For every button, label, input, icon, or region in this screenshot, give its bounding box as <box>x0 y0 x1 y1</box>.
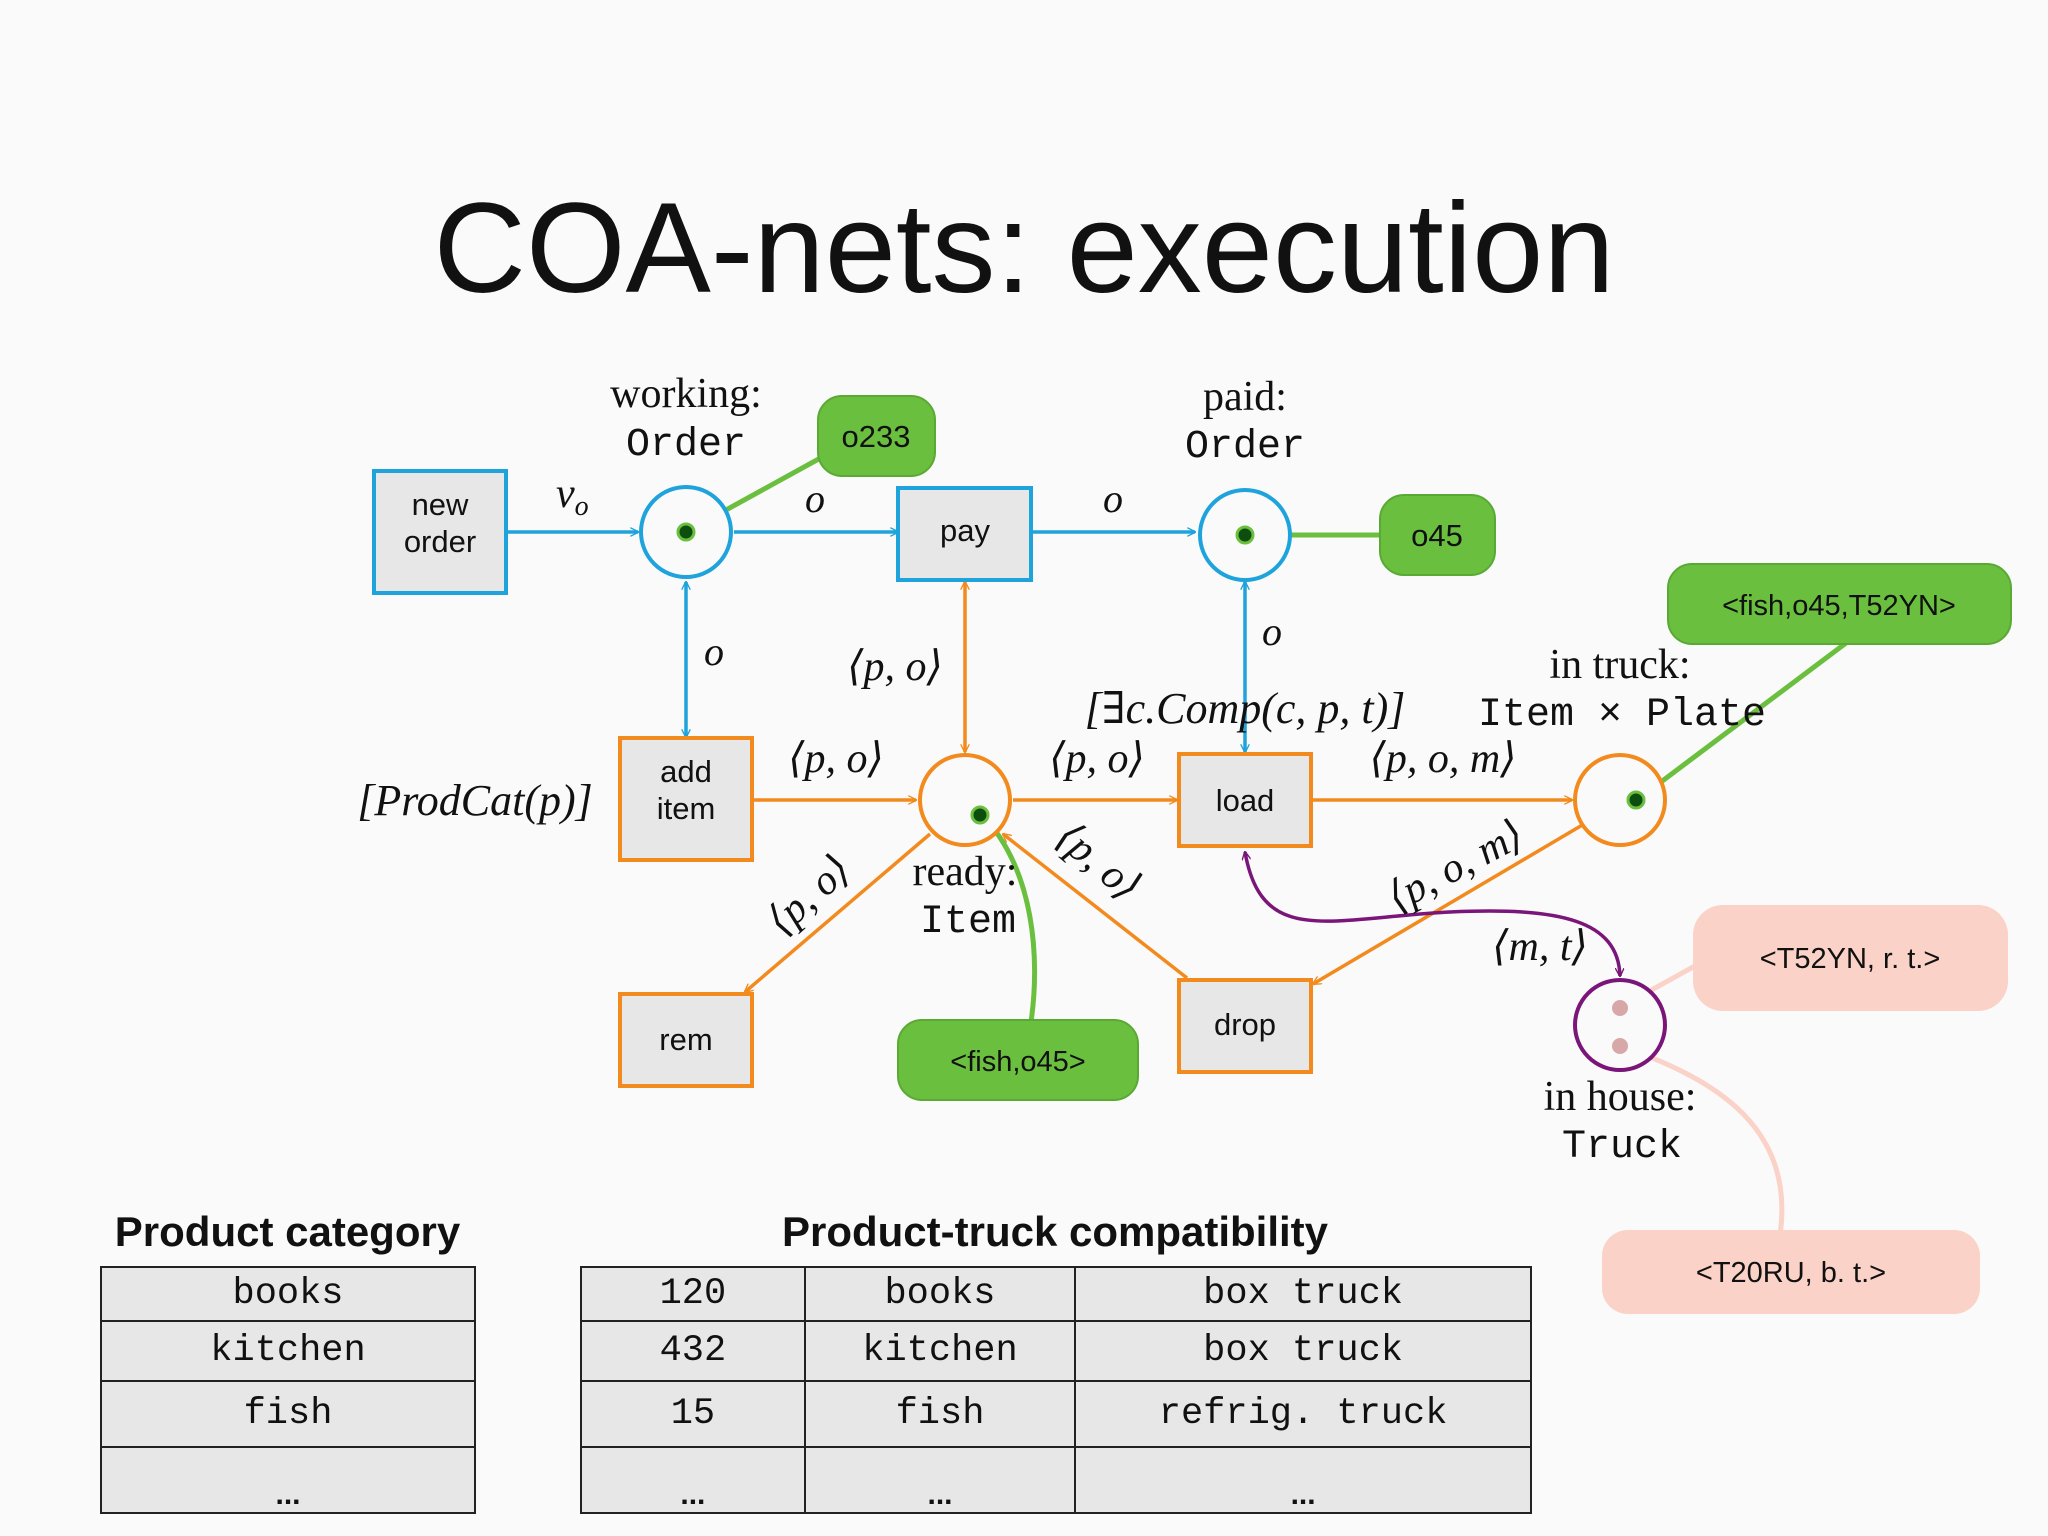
transition-pay: pay <box>896 486 1033 582</box>
arc-label-po-rem: ⟨p, o⟩ <box>758 846 860 944</box>
table-cell: ... <box>100 1446 476 1514</box>
table-cell: 120 <box>580 1266 806 1322</box>
arc-label-o: o <box>1103 476 1123 521</box>
table-cell: box truck <box>1074 1266 1532 1322</box>
place-paid <box>1198 488 1292 582</box>
svg-text:o45: o45 <box>1411 518 1463 553</box>
transition-label: rem <box>659 1022 712 1057</box>
place-name-ready: ready: <box>913 849 1018 895</box>
svg-text:<fish,o45>: <fish,o45> <box>950 1046 1085 1078</box>
table-cell: ... <box>580 1446 806 1514</box>
place-type-working: Order <box>626 423 746 468</box>
table-cell: refrig. truck <box>1074 1380 1532 1448</box>
table-cell: fish <box>803 1380 1077 1448</box>
token-dot <box>1612 1000 1628 1016</box>
token-dot <box>1612 1038 1628 1054</box>
table-cell: books <box>100 1266 476 1322</box>
token-o233: o233 <box>817 395 936 477</box>
place-name-in-house: in house: <box>1544 1074 1697 1120</box>
token-ready: <fish,o45> <box>897 1019 1139 1101</box>
token-dot <box>676 522 696 542</box>
token-t20ru: <T20RU, b. t.> <box>1602 1230 1980 1314</box>
product-category-title: Product category <box>114 1208 461 1255</box>
table-cell: books <box>803 1266 1077 1322</box>
slide-title: COA-nets: execution <box>433 177 1615 320</box>
token-link-t20ru <box>1619 1043 1785 1236</box>
transition-label: pay <box>940 513 990 548</box>
product-category-row: kitchen <box>100 1320 476 1382</box>
table-cell: 15 <box>580 1380 806 1448</box>
arc-label-o: o <box>805 476 825 521</box>
arc-label-po: ⟨p, o⟩ <box>1049 736 1145 782</box>
token-dot <box>1626 790 1646 810</box>
place-type-ready: Item <box>920 900 1016 945</box>
table-cell: fish <box>100 1380 476 1448</box>
table-cell: 432 <box>580 1320 806 1382</box>
compatibility-row: ......... <box>580 1446 1532 1514</box>
arc-ready-rem <box>745 832 932 992</box>
token-link-in-truck <box>1635 638 1852 802</box>
token-in-truck: <fish,o45,T52YN> <box>1667 563 2012 645</box>
place-name-working: working: <box>610 371 762 417</box>
place-type-in-house: Truck <box>1562 1125 1682 1170</box>
token-link-ready <box>980 813 1038 1023</box>
arc-label-po-drop: ⟨p, o⟩ <box>1047 814 1150 911</box>
table-cell: kitchen <box>100 1320 476 1382</box>
svg-text:<T20RU, b. t.>: <T20RU, b. t.> <box>1696 1257 1886 1289</box>
place-in-house <box>1573 978 1667 1072</box>
table-cell: ... <box>803 1446 1077 1514</box>
guard-load: [∃c.Comp(c, p, t)] <box>1085 684 1406 733</box>
arc-drop-ready <box>1003 834 1189 980</box>
arc-label-pom: ⟨p, o, m⟩ <box>1369 736 1516 782</box>
arc-label-po: ⟨p, o⟩ <box>847 644 943 690</box>
transition-label: drop <box>1214 1007 1276 1042</box>
svg-text:<fish,o45,T52YN>: <fish,o45,T52YN> <box>1722 590 1956 622</box>
place-name-in-truck: in truck: <box>1549 642 1690 688</box>
place-in-truck <box>1573 753 1667 847</box>
table-cell: kitchen <box>803 1320 1077 1382</box>
place-name-paid: paid: <box>1203 374 1287 420</box>
arc-load-in-house <box>1245 852 1620 976</box>
compatibility-title: Product-truck compatibility <box>781 1208 1329 1255</box>
arc-label-o: o <box>1262 609 1282 654</box>
arc-label-nu-o: νo <box>556 471 589 522</box>
place-working <box>639 485 733 579</box>
guard-add-item: [ProdCat(p)] <box>357 776 593 825</box>
svg-text:<T52YN, r. t.>: <T52YN, r. t.> <box>1760 943 1941 975</box>
token-t52yn: <T52YN, r. t.> <box>1693 905 2008 1011</box>
token-o45: o45 <box>1379 494 1496 576</box>
transition-rem: rem <box>618 992 754 1088</box>
product-category-row: ... <box>100 1446 476 1514</box>
transition-load: load <box>1177 752 1313 848</box>
place-ready <box>918 753 1012 847</box>
arc-label-o: o <box>704 629 724 674</box>
transition-drop: drop <box>1177 978 1313 1074</box>
transition-label: load <box>1216 783 1275 818</box>
place-type-in-truck: Item × Plate <box>1478 693 1766 738</box>
product-category-row: fish <box>100 1380 476 1448</box>
svg-text:o233: o233 <box>842 419 911 454</box>
product-category-row: books <box>100 1266 476 1322</box>
table-cell: box truck <box>1074 1320 1532 1382</box>
token-dot <box>1235 525 1255 545</box>
token-dot <box>970 805 990 825</box>
place-type-paid: Order <box>1185 425 1305 470</box>
arc-label-po: ⟨p, o⟩ <box>788 736 884 782</box>
arc-label-mt: ⟨m, t⟩ <box>1492 924 1588 970</box>
table-cell: ... <box>1074 1446 1532 1514</box>
